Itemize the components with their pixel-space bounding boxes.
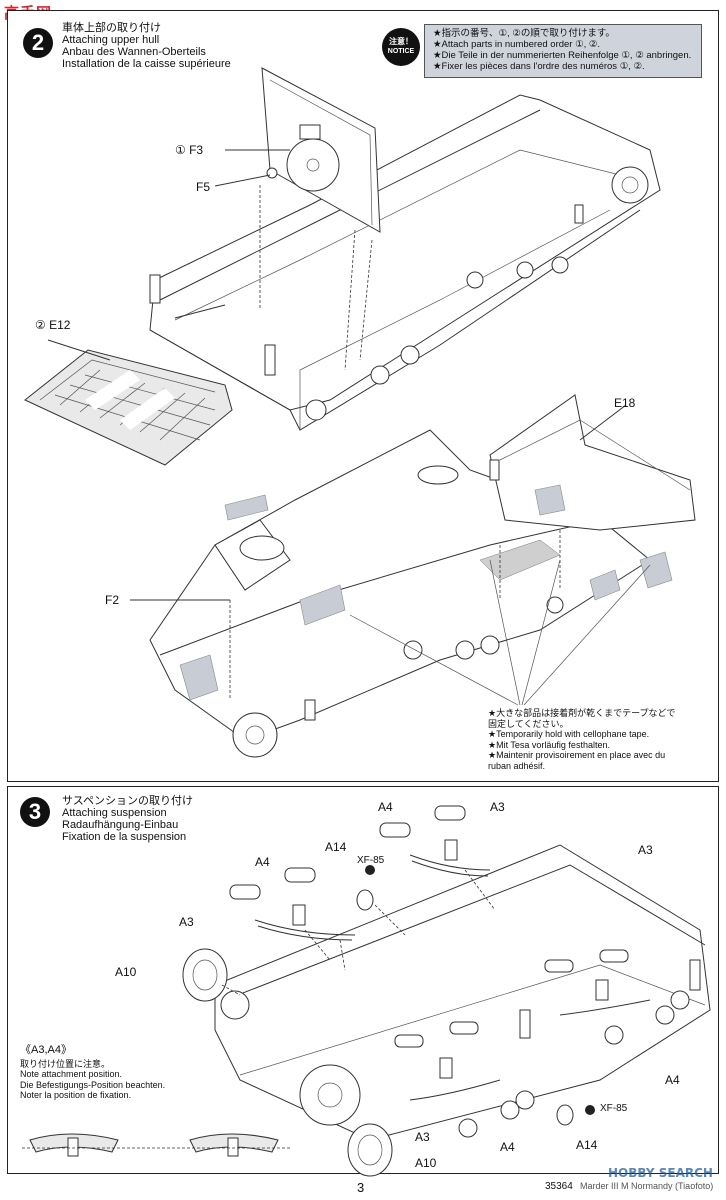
step2-title-en: Attaching upper hull [62,34,160,46]
tape-note-jp1: ★大きな部品は接着剤が乾くまでテープなどで [488,708,676,718]
step3-title: サスペンションの取り付け Attaching suspension Radauf… [62,795,193,843]
tape-note-en: ★Temporarily hold with cellophane tape. [488,729,650,739]
tape-note-jp2: 固定してください。 [488,718,569,729]
step2-title-de: Anbau des Wannen-Oberteils [62,46,206,58]
tape-note: ★大きな部品は接着剤が乾くまでテープなどで 固定してください。 ★Tempora… [488,708,713,771]
step3-number: 3 [20,797,50,827]
a3-a4-note-fr: Noter la position de fixation. [20,1090,132,1100]
step3-title-jp: サスペンションの取り付け [62,795,194,807]
lower-hull-drawing [149,94,661,431]
notice-line-en: ★Attach parts in numbered order ①, ②. [433,39,601,50]
a3-a4-note-title: 《A3,A4》 [20,1044,72,1056]
page-number: 3 [357,1180,365,1195]
label-a14-bottom: A14 [576,1138,598,1152]
notice-line-fr: ★Fixer les pièces dans l'ordre des numér… [433,61,645,72]
step2-title: 車体上部の取り付け Attaching upper hull Anbau des… [62,22,231,70]
label-a3-bottom: A3 [415,1130,430,1144]
step2-title-fr: Installation de la caisse supérieure [62,58,231,70]
step2-title-jp: 車体上部の取り付け [62,22,161,34]
suspension-group-top-left [229,867,356,971]
kit-name: Marder III M Normandy (Tiaofoto) [580,1181,714,1191]
label-a4-right: A4 [665,1073,680,1087]
hobby-search-watermark: HOBBY SEARCH [608,1166,713,1180]
label-xf85-bottom: XF-85 [600,1103,628,1114]
notice-badge: 注意！ NOTICE [382,28,420,66]
suspension-group-bottom [347,1021,595,1177]
item-number: 35364 [545,1181,573,1192]
a3-a4-note-jp: 取り付け位置に注意。 [20,1058,111,1069]
part-e12-drawing [24,304,233,466]
a3-a4-note-de: Die Befestigungs-Position beachten. [20,1079,166,1090]
step3-title-fr: Fixation de la suspension [62,831,187,843]
label-xf85-top: XF-85 [357,855,385,866]
wheel-a10-top [182,948,241,1002]
suspension-group-right [544,949,690,1045]
label-a3-top1: A3 [490,800,505,814]
a3-a4-position-diagram [22,1133,290,1157]
suspension-hull-drawing [214,844,711,1141]
tape-note-de: ★Mit Tesa vorläufig festhalten. [488,739,610,750]
step2-number: 2 [23,28,53,58]
label-a4-top1: A4 [378,800,393,814]
a3-a4-note: 《A3,A4》 取り付け位置に注意。 Note attachment posit… [20,1045,230,1101]
label-a14-top: A14 [325,840,347,854]
idler-a14-top [356,865,406,936]
tape-note-fr2: ruban adhésif. [488,760,546,771]
label-e18: E18 [614,396,636,410]
label-a3-left: A3 [179,915,194,929]
label-f3: ① F3 [175,143,204,157]
a3-a4-note-en: Note attachment position. [20,1069,123,1079]
step3-title-en: Attaching suspension [62,807,167,819]
notice-line-de: ★Die Teile in der nummerierten Reihenfol… [433,50,692,61]
step3-title-de: Radaufhängung-Einbau [62,819,179,831]
label-a10-top: A10 [115,965,137,979]
label-a10-bottom: A10 [415,1156,437,1170]
part-f3-drawing [214,67,381,371]
label-a3-right: A3 [638,843,653,857]
label-f5: F5 [196,180,211,194]
label-a4-bottom: A4 [500,1140,515,1154]
label-e12: ② E12 [35,318,71,332]
suspension-group-top-right [379,805,496,911]
tape-note-fr1: ★Maintenir provisoirement en place avec … [488,750,666,760]
upper-hull-drawing [130,394,696,758]
label-a4-left: A4 [255,855,270,869]
notice-box: ★指示の番号、①, ②の順で取り付けます。 ★Attach parts in n… [424,24,702,78]
label-f2: F2 [105,593,120,607]
notice-line-jp: ★指示の番号、①, ②の順で取り付けます。 [433,28,615,39]
